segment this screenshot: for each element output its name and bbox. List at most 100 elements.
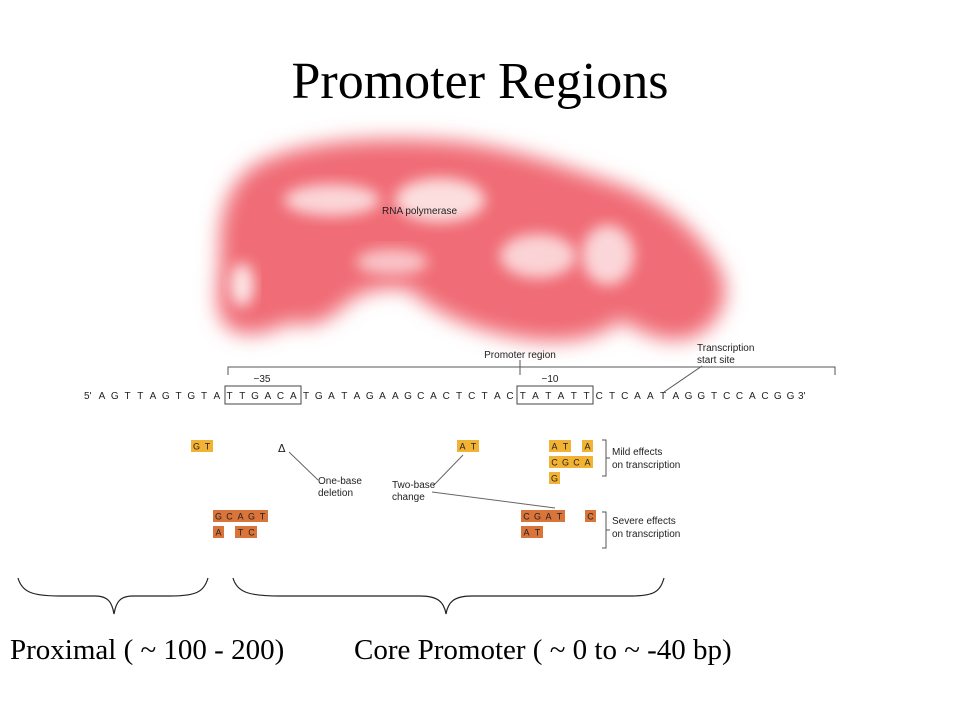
sequence-base: T	[583, 391, 589, 402]
mutation-tile-letter: C	[248, 528, 255, 538]
mutation-tile-letter: T	[238, 528, 244, 538]
proximal-label: Proximal ( ~ 100 - 200)	[10, 634, 285, 666]
sequence-base: C	[443, 391, 450, 402]
mutation-tile-letter: G	[551, 474, 558, 484]
sequence-base: A	[328, 391, 335, 402]
sequence-base: T	[341, 391, 347, 402]
sequence-base: G	[697, 391, 705, 402]
sequence-base: A	[430, 391, 437, 402]
sequence-base: T	[609, 391, 615, 402]
five-prime-label: 5'	[84, 391, 92, 402]
mutation-tile-letter: T	[535, 528, 541, 538]
minus35-box	[224, 385, 302, 405]
mutation-tile-letter: C	[226, 512, 233, 522]
severe-effects-line1: Severe effects	[612, 516, 676, 527]
proximal-brace	[17, 577, 209, 615]
two-base-label-line1: Two-base	[392, 480, 436, 491]
sequence-base: A	[494, 391, 501, 402]
sequence-base: T	[456, 391, 462, 402]
sequence-base: G	[162, 391, 170, 402]
mutation-tile	[582, 440, 593, 452]
mutation-tile	[585, 510, 596, 522]
sequence-base: A	[392, 391, 399, 402]
mutation-tile-letter: A	[215, 528, 221, 538]
sequence-base: T	[545, 391, 551, 402]
sequence-base: C	[468, 391, 475, 402]
sequence-base: G	[251, 391, 259, 402]
sequence-base: G	[187, 391, 195, 402]
sequence-base: T	[571, 391, 577, 402]
sequence-base: C	[621, 391, 628, 402]
sequence-base: C	[723, 391, 730, 402]
sequence-base: G	[404, 391, 412, 402]
mutation-tile-letter: G	[215, 512, 222, 522]
one-base-pointer	[288, 451, 319, 481]
one-base-label-line1: One-base	[318, 476, 362, 487]
polymerase-label: RNA polymerase	[382, 206, 457, 217]
sequence-base: A	[213, 391, 220, 402]
mutation-tile	[560, 440, 571, 452]
minus10-label: −10	[542, 374, 559, 385]
sequence-base: T	[239, 391, 245, 402]
mutation-tile	[571, 456, 582, 468]
sequence-base: A	[672, 391, 679, 402]
rna-polymerase-shape	[217, 139, 726, 341]
mutation-tile	[224, 510, 235, 522]
tss-label-line2: start site	[697, 355, 735, 366]
two-base-pointer-upper	[432, 454, 464, 487]
mutation-tile-letter: A	[584, 458, 590, 468]
sequence-base: T	[520, 391, 526, 402]
mutation-tile	[521, 526, 532, 538]
two-base-pointer-lower	[431, 491, 556, 509]
sequence-base: A	[749, 391, 756, 402]
mutation-tile	[202, 440, 213, 452]
sequence-base: G	[787, 391, 795, 402]
sequence-base: T	[303, 391, 309, 402]
mutation-tile	[543, 510, 554, 522]
minus10-box	[516, 385, 594, 405]
mild-effects-line1: Mild effects	[612, 447, 662, 458]
mutation-tile-letter: T	[205, 442, 211, 452]
mutation-tile	[582, 456, 593, 468]
sequence-base: G	[366, 391, 374, 402]
mutation-tile	[521, 510, 532, 522]
sequence-base: T	[660, 391, 666, 402]
mutation-tile-letter: T	[471, 442, 477, 452]
sequence-base: A	[647, 391, 654, 402]
sequence-base: A	[634, 391, 641, 402]
mild-effects-line2: on transcription	[612, 460, 680, 471]
sequence-base: C	[736, 391, 743, 402]
sequence-base: T	[226, 391, 232, 402]
sequence-base: A	[354, 391, 361, 402]
sequence-base: A	[532, 391, 539, 402]
mutation-tile	[213, 526, 224, 538]
sequence-base: A	[558, 391, 565, 402]
severe-effects-bracket	[602, 511, 610, 549]
mutation-tile-letter: A	[584, 442, 590, 452]
mutation-tile-letter: T	[563, 442, 569, 452]
mutation-tile	[246, 510, 257, 522]
mutation-tile	[468, 440, 479, 452]
mutation-tile	[554, 510, 565, 522]
mutation-tile-letter: A	[459, 442, 465, 452]
sequence-base: T	[175, 391, 181, 402]
severe-effects-line2: on transcription	[612, 529, 680, 540]
three-prime-label: 3'	[798, 391, 806, 402]
mutation-tile	[191, 440, 202, 452]
mutation-tile-letter: A	[551, 442, 557, 452]
mutation-tile-letter: C	[551, 458, 558, 468]
sequence-base: T	[201, 391, 207, 402]
sequence-base: G	[774, 391, 782, 402]
tss-label-line1: Transcription	[697, 343, 754, 354]
mutation-tile-letter: T	[260, 512, 266, 522]
one-base-label-line2: deletion	[318, 488, 353, 499]
two-base-label-line2: change	[392, 492, 425, 503]
mutation-tile	[549, 456, 560, 468]
core-brace	[232, 577, 665, 615]
mutation-tile-letter: G	[562, 458, 569, 468]
mutation-tile-letter: G	[193, 442, 200, 452]
